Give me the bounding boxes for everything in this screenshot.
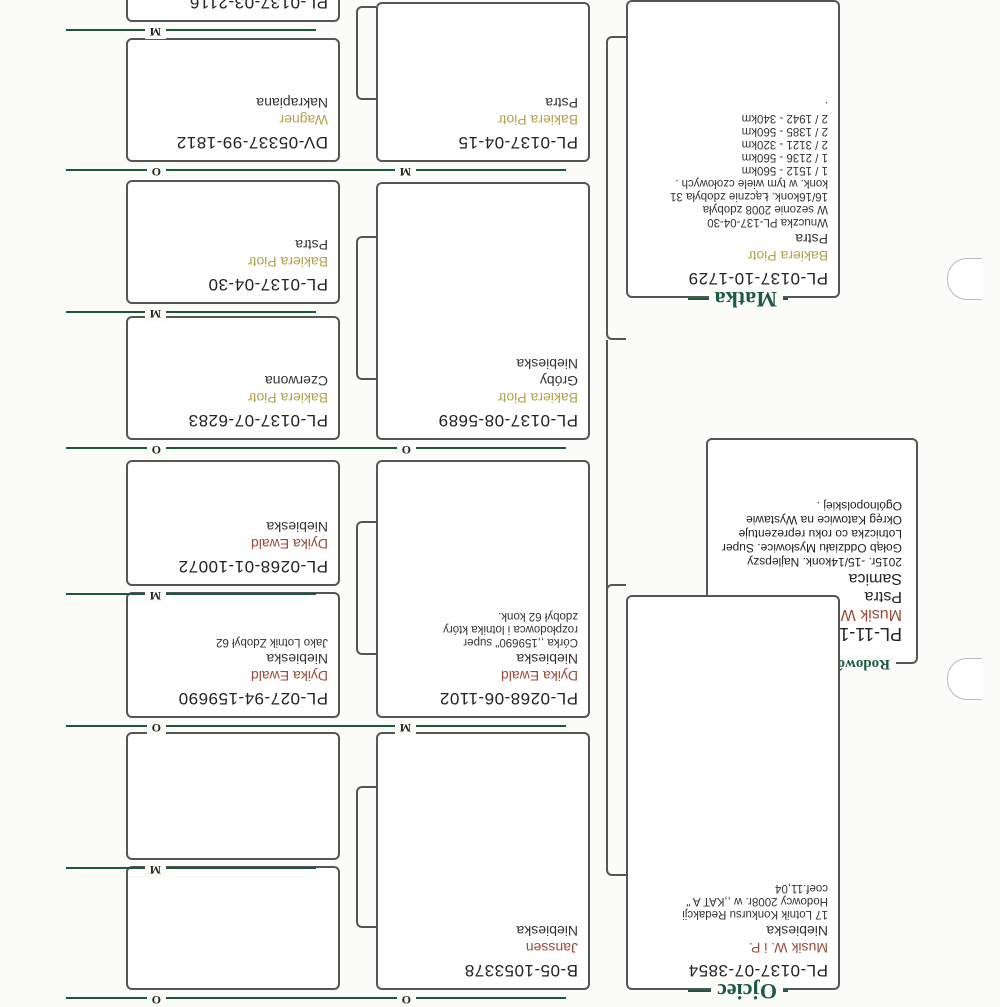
gen3-breeder: Bakiera Piotr bbox=[247, 254, 328, 270]
sex-label: M bbox=[144, 588, 166, 603]
gen3-card-6: M PL-0137-04-30 Bakiera Piotr Pstra bbox=[66, 180, 340, 321]
gen2-breeder: Janssen bbox=[525, 940, 578, 956]
sex-label: M bbox=[394, 164, 416, 179]
gen2-ring-number: PL-0137-04-15 bbox=[458, 133, 578, 152]
mother-color: Pstra bbox=[795, 231, 828, 247]
gen3-breeder: Bakiera Piotr bbox=[247, 390, 328, 406]
gen3-ring-number: DV-05337-99-1812 bbox=[176, 133, 328, 152]
connector-gen2-3 bbox=[356, 236, 376, 380]
mother-heading: Matka bbox=[708, 286, 783, 312]
mother-card: Matka PL-0137-10-1729 Bakiera Piotr Pstr… bbox=[626, 0, 840, 312]
gen2-note: Córka ,,159690" super rozpłodowca i lotn… bbox=[443, 610, 578, 648]
connector-father bbox=[606, 584, 626, 876]
sex-label: O bbox=[146, 720, 166, 735]
father-note: 17 Lotnik Konkursu Redakcji Hodowcy 2008… bbox=[682, 882, 828, 920]
gen2-color: Niebieska bbox=[516, 356, 578, 372]
gen2-color: Niebieska bbox=[516, 651, 578, 667]
sex-label: M bbox=[394, 720, 416, 735]
father-color: Niebieska bbox=[766, 923, 828, 939]
gen3-note: Jako Lotnik Zdobył 62 bbox=[216, 636, 328, 648]
gen2-ring-number: PL-0137-08-5689 bbox=[438, 411, 578, 430]
gen2-breeder: Bakiera Piotr bbox=[497, 390, 578, 406]
gen2-card-4: M PL-0137-04-15 Bakiera Piotr Pstra bbox=[316, 2, 590, 179]
gen3-breeder: Dyika Ewald bbox=[250, 668, 328, 684]
gen3-color: Nakrapiana bbox=[256, 95, 328, 111]
father-ring-number: PL-0137-07-3854 bbox=[688, 961, 828, 980]
connector-gen2-2 bbox=[356, 521, 376, 655]
gen2-card-3: O PL-0137-08-5689 Bakiera Piotr Gróby Ni… bbox=[316, 182, 590, 457]
gen2-breeder: Dyika Ewald bbox=[500, 668, 578, 684]
gen3-card-1: O bbox=[66, 866, 340, 1007]
gen3-breeder: Wagner bbox=[279, 112, 328, 128]
gen3-card-8: M PL-0137-03-2116 bbox=[66, 0, 340, 39]
gen2-breeder: Bakiera Piotr bbox=[497, 112, 578, 128]
punch-hole bbox=[947, 658, 982, 700]
gen2-color: Pstra bbox=[545, 95, 578, 111]
gen2-ring-number: B-05-1053378 bbox=[464, 961, 578, 980]
sex-label: M bbox=[144, 24, 166, 39]
sex-label: M bbox=[144, 306, 166, 321]
gen3-ring-number: PL-027-94-159690 bbox=[178, 689, 328, 708]
pigeon-note: 2015r. -15/14konk. Najlepszy Gołąb Oddzi… bbox=[721, 499, 902, 569]
gen3-card-4: M PL-0268-01-10072 Dyika Ewald Niebieska bbox=[66, 460, 340, 603]
sex-label: O bbox=[396, 442, 416, 457]
gen2-card-1: O B-05-1053378 Janssen Niebieska bbox=[316, 732, 590, 1007]
gen3-color: Niebieska bbox=[266, 519, 328, 535]
father-heading: Ojciec bbox=[711, 978, 783, 1004]
connector-gen2-1 bbox=[356, 786, 376, 928]
connector-gen2-4 bbox=[356, 6, 376, 100]
gen2-note-label: Gróby bbox=[539, 373, 578, 389]
gen3-color: Pstra bbox=[295, 237, 328, 253]
gen3-ring-number: PL-0268-01-10072 bbox=[178, 557, 328, 576]
connector-mother bbox=[606, 36, 626, 340]
gen2-ring-number: PL-0268-06-1102 bbox=[439, 689, 578, 708]
gen3-card-2: M bbox=[66, 732, 340, 877]
gen3-color: Niebieska bbox=[266, 651, 328, 667]
sex-label: O bbox=[146, 164, 166, 179]
mother-ring-number: PL-0137-10-1729 bbox=[688, 269, 828, 288]
gen3-card-5: O PL-0137-07-6283 Bakiera Piotr Czerwona bbox=[66, 316, 340, 457]
gen3-ring-number: PL-0137-03-2116 bbox=[189, 0, 328, 12]
gen2-card-2: M PL-0268-06-1102 Dyika Ewald Niebieska … bbox=[316, 460, 590, 735]
mother-note: Wnuczka PL-137-04-30 W sezonie 2008 zdob… bbox=[670, 99, 828, 228]
sex-label: O bbox=[146, 442, 166, 457]
punch-hole bbox=[947, 258, 982, 300]
gen3-ring-number: PL-0137-07-6283 bbox=[188, 411, 328, 430]
gen3-card-3: O PL-027-94-159690 Dyika Ewald Niebieska… bbox=[66, 592, 340, 735]
father-breeder: Musik W. i P. bbox=[748, 940, 828, 956]
gen3-ring-number: PL-0137-04-30 bbox=[208, 275, 328, 294]
mother-breeder: Bakiera Piotr bbox=[747, 248, 828, 264]
sex-label: M bbox=[144, 862, 166, 877]
pigeon-sex: Samica bbox=[848, 570, 902, 587]
gen3-card-7: O DV-05337-99-1812 Wagner Nakrapiana bbox=[66, 38, 340, 179]
gen2-color: Niebieska bbox=[516, 923, 578, 939]
gen3-breeder: Dyika Ewald bbox=[250, 536, 328, 552]
tree-trunk bbox=[606, 340, 608, 590]
father-card: Ojciec PL-0137-07-3854 Musik W. i P. Nie… bbox=[626, 595, 840, 1004]
gen3-color: Czerwona bbox=[264, 373, 328, 389]
